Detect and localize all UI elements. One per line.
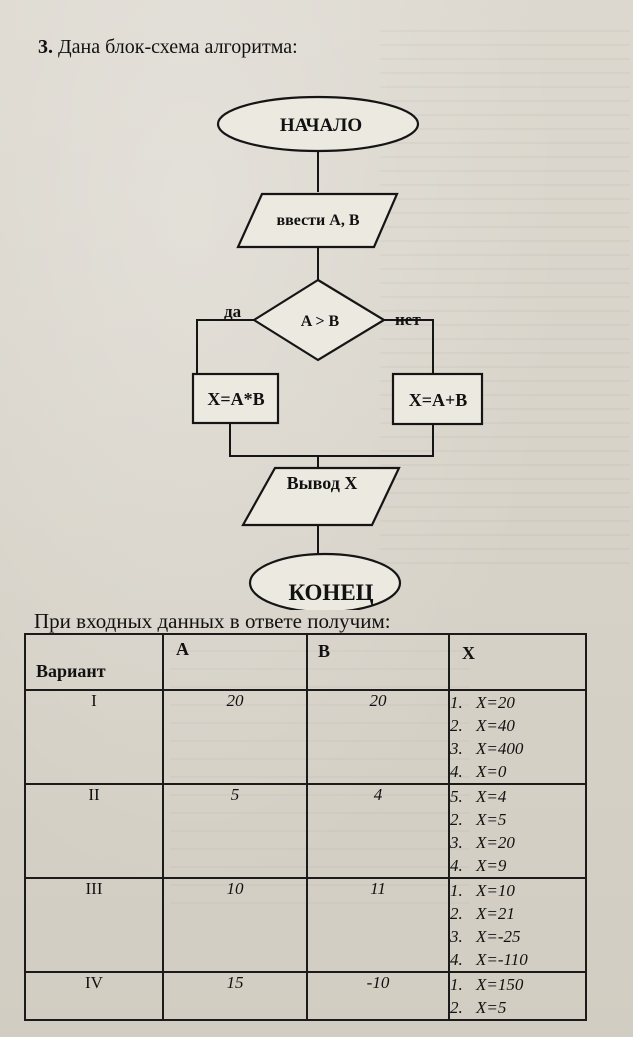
input-label: ввести А, В [277, 212, 360, 229]
variant-cell: II [24, 783, 164, 879]
condition-label: A > B [301, 313, 340, 330]
option-item: 2.X=5 [450, 998, 507, 1017]
option-item: 4.X=-110 [450, 950, 528, 969]
left-process-label: X=A*B [207, 389, 264, 409]
yes-label: да [224, 302, 242, 321]
option-item: 1.X=10 [450, 881, 515, 900]
option-item: 3.X=400 [450, 739, 524, 758]
variant-cell: III [24, 877, 164, 973]
header-a: A [162, 633, 308, 691]
options-cell: 1.X=10 2.X=21 3.X=-25 4.X=-110 [448, 877, 587, 973]
answers-table: Вариант A B X I 20 20 1.X=20 2.X=40 3.X=… [24, 633, 587, 1021]
no-label: нет [395, 310, 421, 329]
options-cell: 5.X=4 2.X=5 3.X=20 4.X=9 [448, 783, 587, 879]
a-cell: 5 [162, 783, 308, 879]
header-b: B [306, 633, 450, 691]
output-label: Вывод X [287, 473, 358, 493]
header-variant: Вариант [24, 633, 164, 691]
task-number: 3. [38, 36, 53, 58]
option-item: 2.X=40 [450, 716, 515, 735]
b-cell: -10 [306, 971, 450, 1021]
option-item: 1.X=150 [450, 975, 524, 994]
right-process-box [391, 372, 484, 426]
options-cell: 1.X=150 2.X=5 [448, 971, 587, 1021]
table-header-row: Вариант A B X [24, 633, 587, 691]
b-cell: 4 [306, 783, 450, 879]
variant-cell: IV [24, 971, 164, 1021]
a-cell: 10 [162, 877, 308, 973]
option-item: 4.X=9 [450, 856, 507, 875]
start-terminal [216, 95, 420, 153]
task-heading: 3. Дана блок-схема алгоритма: [38, 36, 298, 59]
b-cell: 20 [306, 689, 450, 785]
condition-diamond [251, 278, 387, 362]
option-item: 1.X=20 [450, 693, 515, 712]
variant-cell: I [24, 689, 164, 785]
table-row: IV 15 -10 1.X=150 2.X=5 [24, 971, 587, 1021]
table-row: III 10 11 1.X=10 2.X=21 3.X=-25 4.X=-110 [24, 877, 587, 973]
option-item: 3.X=20 [450, 833, 515, 852]
option-item: 2.X=21 [450, 904, 515, 923]
table-row: I 20 20 1.X=20 2.X=40 3.X=400 4.X=0 [24, 689, 587, 785]
flowchart: НАЧАЛО ввести А, В A > B да нет X=A*B X=… [191, 95, 484, 610]
bleed-through-texture [380, 30, 630, 570]
task-text: Дана блок-схема алгоритма: [58, 36, 298, 58]
option-item: 2.X=5 [450, 810, 507, 829]
start-label: НАЧАЛО [280, 115, 362, 136]
a-cell: 15 [162, 971, 308, 1021]
connector-yes-branch [196, 319, 254, 374]
option-item: 3.X=-25 [450, 927, 521, 946]
a-cell: 20 [162, 689, 308, 785]
connector-no-branch [384, 319, 434, 374]
table-row: II 5 4 5.X=4 2.X=5 3.X=20 4.X=9 [24, 783, 587, 879]
left-process-box [191, 372, 280, 425]
b-cell: 11 [306, 877, 450, 973]
right-process-label: X=A+B [409, 390, 468, 410]
connector-merge [229, 423, 434, 457]
input-parallelogram [236, 192, 399, 249]
option-item: 5.X=4 [450, 787, 507, 806]
header-x: X [448, 633, 587, 691]
caption: При входных данных в ответе получим: [34, 609, 391, 633]
option-item: 4.X=0 [450, 762, 507, 781]
end-terminal [248, 552, 402, 610]
options-cell: 1.X=20 2.X=40 3.X=400 4.X=0 [448, 689, 587, 785]
end-label: КОНЕЦ [288, 580, 373, 605]
output-parallelogram [241, 466, 401, 527]
